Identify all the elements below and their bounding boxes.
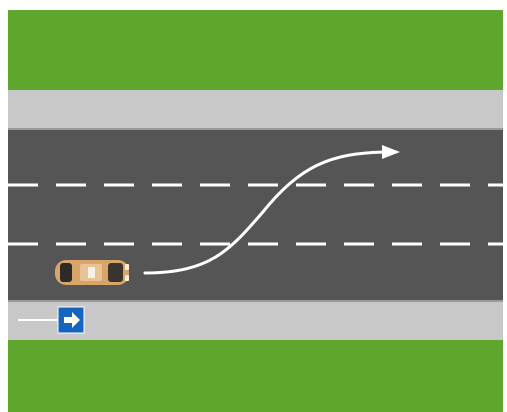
maneuver-arrowhead-icon — [382, 145, 400, 159]
right-arrow-direction-sign-icon — [58, 307, 84, 333]
maneuver-path — [145, 152, 385, 273]
car-icon — [55, 260, 129, 285]
